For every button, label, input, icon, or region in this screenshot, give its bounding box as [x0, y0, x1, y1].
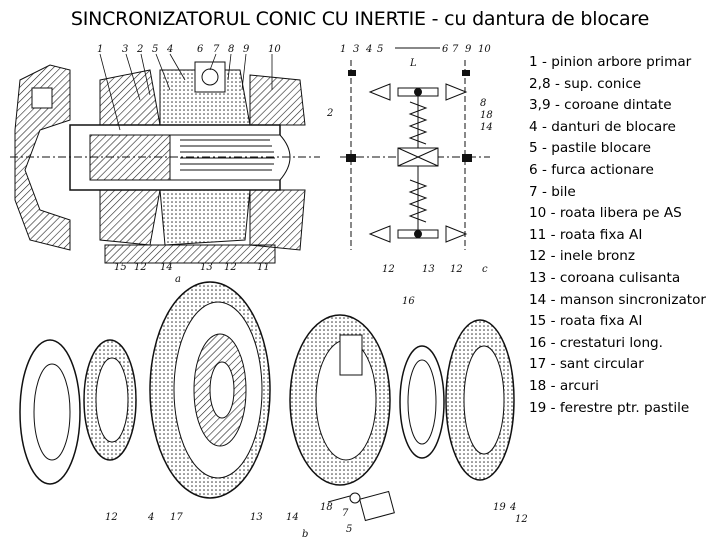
legend-item: 10 - roata libera pe AS: [529, 205, 682, 222]
svg-text:16: 16: [402, 296, 415, 307]
svg-text:6: 6: [442, 44, 449, 55]
svg-text:4: 4: [166, 44, 173, 55]
svg-text:12: 12: [450, 264, 463, 275]
svg-text:a: a: [175, 274, 181, 285]
legend-item: 7 - bile: [529, 183, 576, 200]
svg-text:9: 9: [465, 44, 472, 55]
legend-item: 11 - roata fixa AI: [529, 226, 643, 243]
legend-item: 18 - arcuri: [529, 377, 599, 394]
svg-text:18: 18: [480, 110, 493, 121]
svg-text:14: 14: [160, 262, 173, 273]
legend-item: 13 - coroana culisanta: [529, 269, 681, 286]
svg-text:c: c: [482, 264, 488, 275]
legend-item: 14 - manson sincronizator: [529, 291, 707, 308]
legend-item: 12 - inele bronz: [529, 248, 636, 265]
svg-text:18: 18: [320, 502, 333, 513]
svg-text:4: 4: [147, 512, 154, 523]
svg-text:12: 12: [224, 262, 237, 273]
svg-text:7: 7: [342, 508, 349, 519]
legend-item: 17 - sant circular: [529, 356, 644, 373]
svg-text:13: 13: [250, 512, 263, 523]
legend-item: 3,9 - coroane dintate: [529, 97, 672, 114]
legend-item: 1 - pinion arbore primar: [529, 54, 692, 70]
svg-text:5: 5: [377, 44, 383, 55]
svg-text:b: b: [302, 529, 308, 540]
legend-item: 4 - danturi de blocare: [529, 118, 676, 135]
legend-item: 15 - roata fixa AI: [529, 313, 643, 330]
legend-item: 19 - ferestre ptr. pastile: [529, 399, 690, 416]
svg-text:13: 13: [422, 264, 435, 275]
svg-text:14: 14: [286, 512, 299, 523]
svg-text:12: 12: [134, 262, 147, 273]
svg-text:8: 8: [228, 44, 234, 55]
legend-item: 16 - crestaturi long.: [529, 334, 664, 351]
svg-text:19: 19: [493, 502, 506, 513]
svg-text:7: 7: [213, 44, 220, 55]
svg-text:12: 12: [105, 512, 118, 523]
svg-text:2: 2: [326, 108, 333, 119]
svg-text:7: 7: [452, 44, 459, 55]
svg-text:4: 4: [509, 502, 516, 513]
svg-text:17: 17: [170, 512, 183, 523]
svg-text:2: 2: [136, 44, 143, 55]
svg-text:5: 5: [152, 44, 158, 55]
svg-text:15: 15: [114, 262, 127, 273]
svg-text:10: 10: [268, 44, 281, 55]
svg-text:12: 12: [515, 514, 528, 525]
svg-text:5: 5: [346, 524, 352, 535]
svg-text:3: 3: [122, 44, 128, 55]
svg-text:8: 8: [480, 98, 486, 109]
svg-text:11: 11: [257, 262, 270, 273]
legend-item: 6 - furca actionare: [529, 161, 654, 178]
svg-text:12: 12: [382, 264, 395, 275]
svg-text:1: 1: [97, 44, 103, 55]
svg-text:3: 3: [353, 44, 359, 55]
legend-list: 1 - pinion arbore primar 2,8 - sup. coni…: [529, 52, 720, 419]
slide-title: SINCRONIZATORUL CONIC CU INERTIE - cu da…: [70, 8, 650, 30]
svg-text:6: 6: [197, 44, 204, 55]
section-c-dim-label: L: [409, 58, 417, 69]
svg-text:1: 1: [340, 44, 346, 55]
svg-text:4: 4: [365, 44, 372, 55]
svg-text:10: 10: [478, 44, 491, 55]
svg-text:9: 9: [243, 44, 250, 55]
legend-item: 5 - pastile blocare: [529, 140, 651, 157]
svg-text:13: 13: [200, 262, 213, 273]
legend-item: 2,8 - sup. conice: [529, 75, 642, 92]
svg-text:14: 14: [480, 122, 493, 133]
